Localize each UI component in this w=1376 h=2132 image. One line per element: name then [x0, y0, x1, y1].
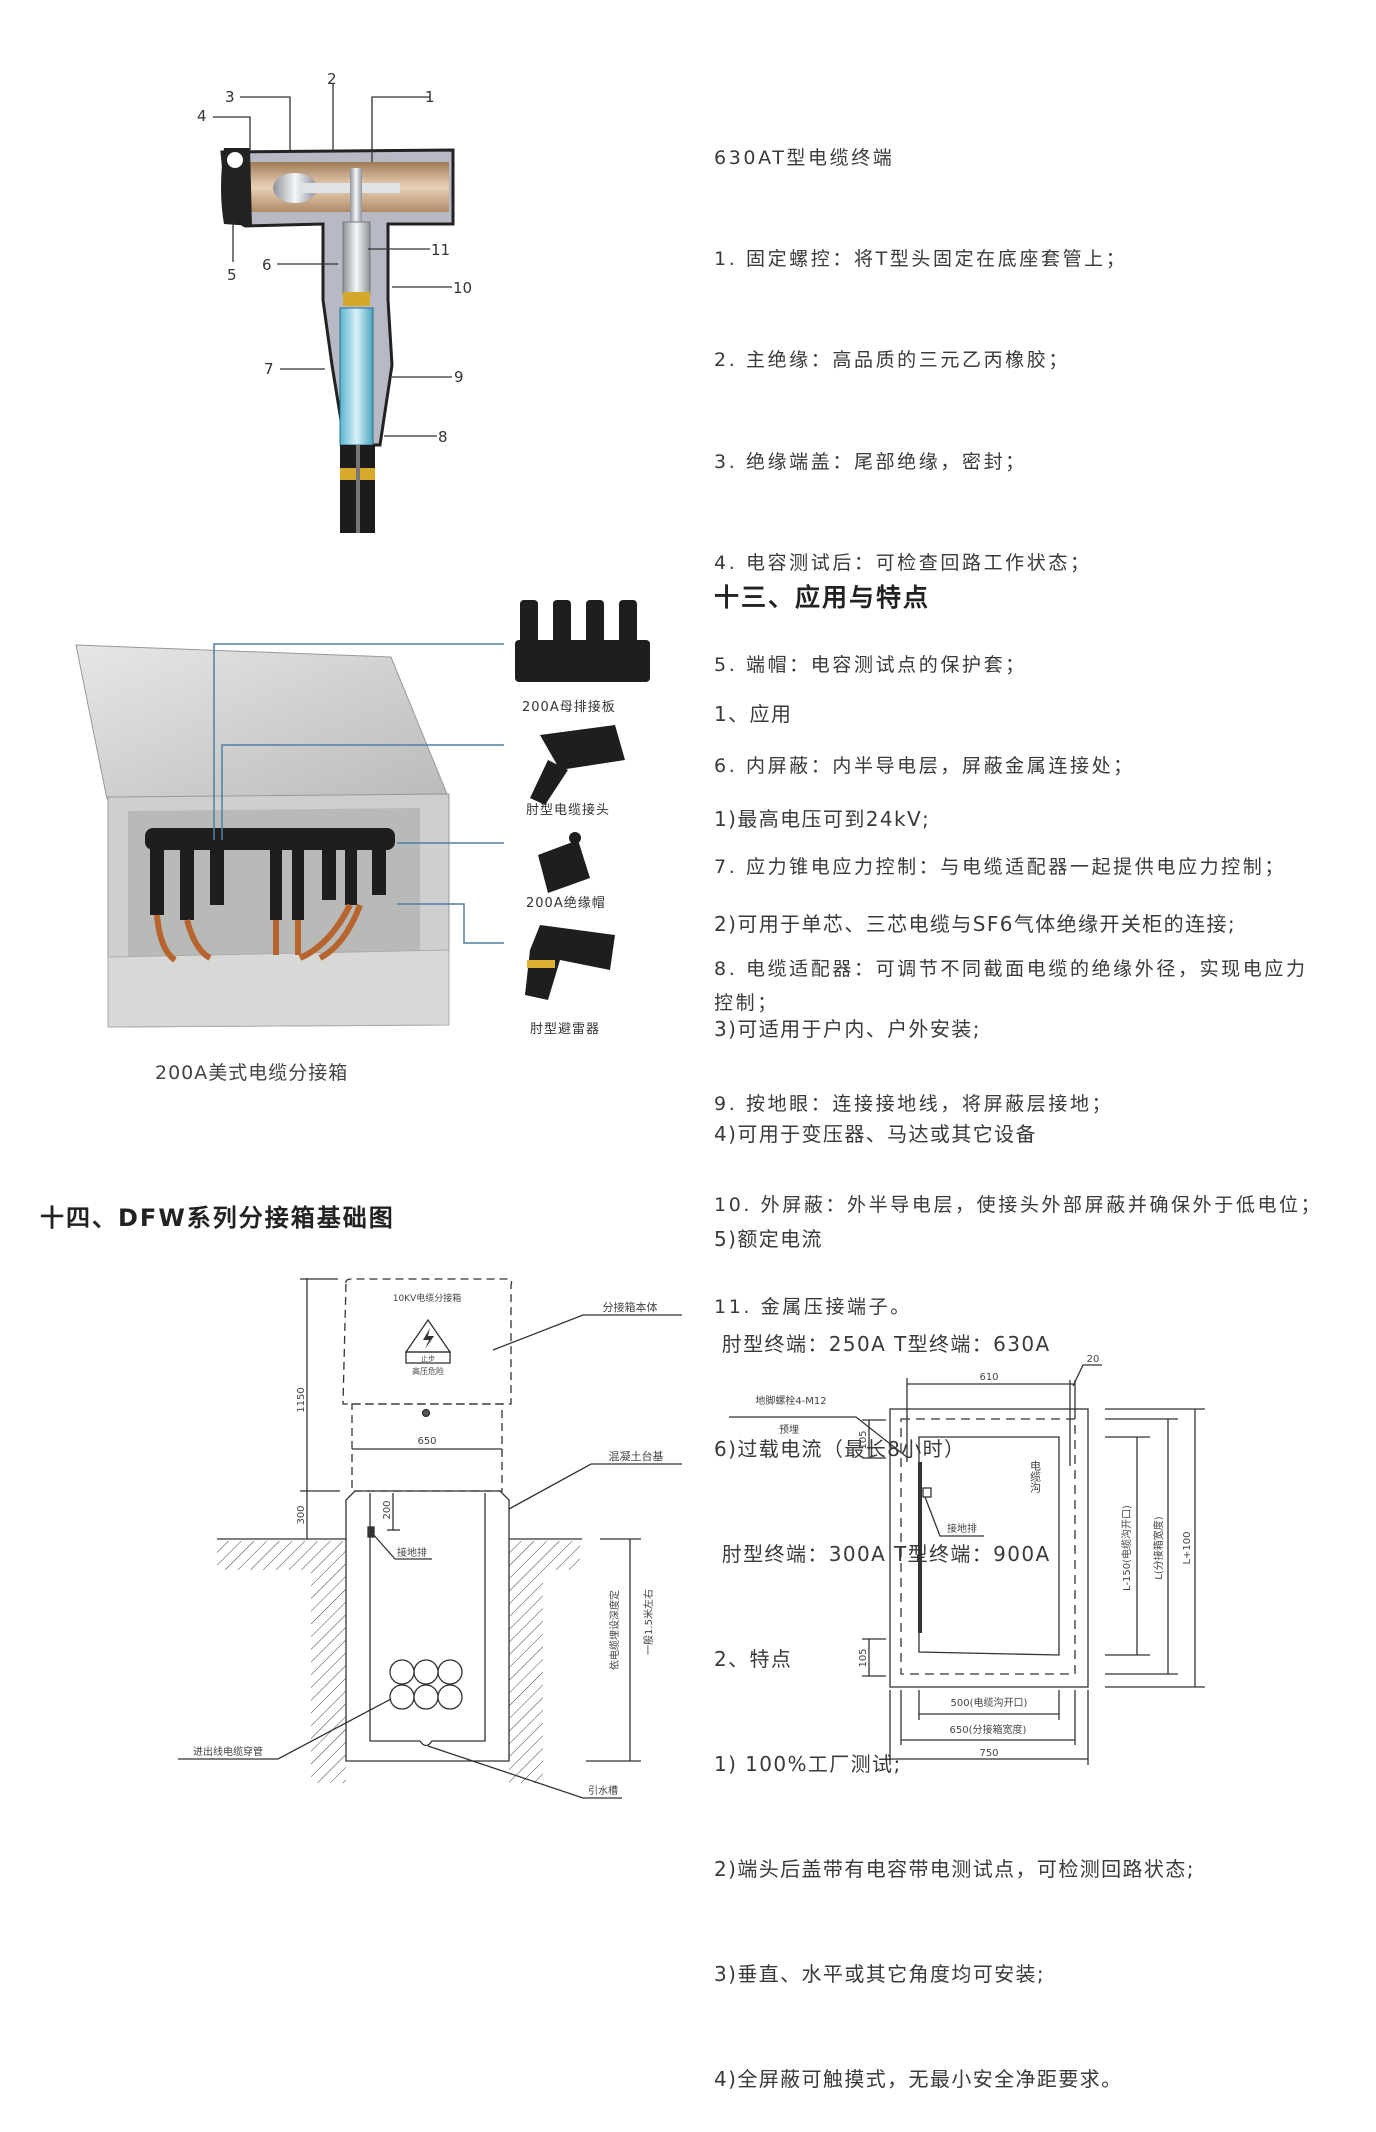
- label-drain: 引水槽: [588, 1784, 618, 1797]
- label-depth-2: 一般1.5米左右: [642, 1589, 655, 1655]
- callout-6: 6: [262, 256, 272, 274]
- accessory-label: 肘型电缆接头: [526, 803, 611, 818]
- label-ground-bar: 接地排: [947, 1522, 977, 1535]
- section-line: 1) 100%工厂测试;: [714, 1752, 902, 1776]
- section-line: 2)端头后盖带有电容带电测试点，可检测回路状态;: [714, 1857, 1195, 1881]
- section-line: 1、应用: [714, 702, 793, 726]
- callout-9: 9: [454, 368, 464, 386]
- accessory-label: 200A母排接板: [522, 700, 616, 715]
- list-item: 11. 金属压接端子。: [714, 1295, 912, 1318]
- t-terminal-description: 630AT型电缆终端 1. 固定螺控：将T型头固定在底座套管上； 2. 主绝缘：…: [714, 74, 1322, 1358]
- t-terminal-diagram: 1 2 3 4 5 6 7 8 9 10 11: [197, 70, 472, 533]
- list-item: 8. 电缆适配器：可调节不同截面电缆的绝缘外径，实现电应力 控制；: [714, 957, 1308, 1014]
- callout-10: 10: [453, 279, 472, 297]
- cabinet-connectors: [145, 828, 395, 920]
- dim-500: 500(电缆沟开口): [951, 1696, 1028, 1709]
- list-item: 9. 按地眼：连接接地线，将屏蔽层接地；: [714, 1092, 1114, 1115]
- section-line: 4)全屏蔽可触摸式，无最小安全净距要求。: [714, 2067, 1123, 2091]
- list-item: 3. 绝缘端盖：尾部绝缘，密封；: [714, 450, 1027, 473]
- callout-4: 4: [197, 107, 207, 125]
- dim-L: L(分接箱宽度): [1152, 1516, 1165, 1579]
- dim-200: 200: [382, 1500, 393, 1519]
- list-item: 2. 主绝缘：高品质的三元乙丙橡胶；: [714, 349, 1070, 372]
- busbar-image: [515, 600, 650, 682]
- dim-L-100: L+100: [1182, 1531, 1193, 1564]
- box-title: 10KV电缆分接箱: [393, 1292, 462, 1304]
- callout-11: 11: [431, 241, 450, 259]
- callout-8: 8: [438, 428, 448, 446]
- section14-heading: 十四、DFW系列分接箱基础图: [40, 1204, 395, 1232]
- dim-105-bottom: 105: [858, 1648, 869, 1667]
- insulating-cap-image: [538, 832, 590, 893]
- label-base: 混凝土台基: [609, 1449, 664, 1463]
- list-item: 4. 电容测试后：可检查回路工作状态；: [714, 552, 1092, 575]
- section-line: 5)额定电流: [714, 1227, 823, 1251]
- dim-1150: 1150: [296, 1387, 307, 1412]
- callout-5: 5: [227, 266, 237, 284]
- callout-7: 7: [264, 360, 274, 378]
- dim-610: 610: [979, 1372, 998, 1383]
- section-line: 肘型终端：250A T型终端：630A: [714, 1332, 1051, 1356]
- sign-top: 止步: [421, 1354, 435, 1363]
- list-item: 10. 外屏蔽：外半导电层，使接头外部屏蔽并确保外于低电位；: [714, 1194, 1323, 1217]
- list-item: 1. 固定螺控：将T型头固定在底座套管上；: [714, 247, 1128, 270]
- label-bolt: 地脚螺栓4-M12: [755, 1394, 826, 1407]
- elbow-arrester-image: [525, 925, 615, 1000]
- label-depth: 依电缆埋设深度定: [608, 1590, 621, 1670]
- elbow-connector-image: [530, 725, 625, 805]
- label-trench: 电缆沟: [1029, 1460, 1042, 1494]
- dim-650: 650(分接箱宽度): [950, 1723, 1027, 1736]
- label-ground-bar: 接地排: [397, 1546, 427, 1559]
- callout-3: 3: [225, 88, 235, 106]
- label-body: 分接箱本体: [603, 1300, 658, 1314]
- section-line: 4)可用于变压器、马达或其它设备: [714, 1122, 1037, 1146]
- callout-1: 1: [425, 88, 435, 106]
- accessory-label: 200A绝缘帽: [526, 896, 606, 911]
- callout-2: 2: [327, 70, 337, 88]
- list-item: 7. 应力锥电应力控制：与电缆适配器一起提供电应力控制；: [714, 856, 1286, 879]
- sign-bottom: 高压危险: [412, 1366, 444, 1376]
- section13-heading: 十三、应用与特点: [714, 583, 931, 612]
- list-item: 5. 端帽：电容测试点的保护套；: [714, 653, 1027, 676]
- section-line: 2)可用于单芯、三芯电缆与SF6气体绝缘开关柜的连接;: [714, 912, 1236, 936]
- t-terminal-title: 630AT型电缆终端: [714, 146, 895, 169]
- plan-drawing: 地脚螺栓4-M12 预埋 610 20 105 105 接地排 电缆沟 L-15…: [729, 1354, 1205, 1765]
- accessory-label: 肘型避雷器: [530, 1022, 601, 1037]
- label-embed: 预埋: [779, 1424, 799, 1436]
- cabinet-caption: 200A美式电缆分接箱: [155, 1062, 349, 1084]
- elevation-drawing: 10KV电缆分接箱 止步 高压危险 650 1150 300 200 分接箱本体…: [178, 1278, 682, 1799]
- list-item: 6. 内屏蔽：内半导电层，屏蔽金属连接处；: [714, 754, 1135, 777]
- cabinet-photo: [75, 600, 650, 1028]
- section-line: 3)垂直、水平或其它角度均可安装;: [714, 1962, 1046, 1986]
- terminal-body: [220, 148, 455, 533]
- leader-lines: [213, 643, 504, 944]
- dim-300: 300: [296, 1505, 307, 1524]
- dim-105-top: 105: [858, 1430, 869, 1449]
- section-line: 3)可适用于户内、户外安装;: [714, 1017, 981, 1041]
- dim-L-150: L-150(电缆沟开口): [1120, 1505, 1133, 1591]
- dim-650: 650: [417, 1436, 436, 1447]
- dim-20: 20: [1087, 1354, 1100, 1365]
- section-line: 1)最高电压可到24kV;: [714, 807, 931, 831]
- label-pipes: 进出线电缆穿管: [193, 1745, 263, 1758]
- callout-lines: [213, 84, 452, 437]
- section-line: 2、特点: [714, 1647, 793, 1671]
- dim-750: 750: [979, 1748, 998, 1759]
- high-voltage-icon: [423, 1328, 434, 1349]
- section-line: 6)过载电流（最长8小时）: [714, 1437, 966, 1461]
